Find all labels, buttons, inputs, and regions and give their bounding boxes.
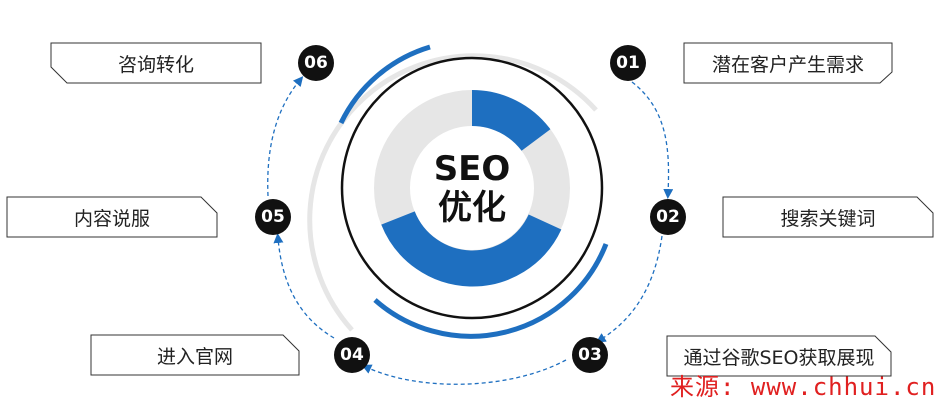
arrow-05-to-06 <box>267 76 304 197</box>
step-01-badge: 01 <box>610 45 646 81</box>
arrow-04-to-05 <box>273 233 335 339</box>
main-ring <box>340 56 604 320</box>
step-05-label-box: 内容说服 <box>6 196 218 238</box>
step-04-label: 进入官网 <box>156 345 233 368</box>
label-frame-shape <box>6 196 218 238</box>
step-01-label: 潜在客户产生需求 <box>711 53 864 76</box>
step-01-label-box: 潜在客户产生需求 <box>683 42 893 84</box>
step-06-label: 咨询转化 <box>117 53 194 76</box>
label-frame-shape <box>90 334 300 376</box>
arrow-03-to-04 <box>361 359 567 385</box>
source-watermark: 来源: www.chhui.cn <box>670 373 937 401</box>
step-06-badge: 06 <box>298 45 334 81</box>
label-frame-shape <box>683 42 893 84</box>
label-frame-shape <box>50 42 262 84</box>
donut-segment-top <box>471 90 551 152</box>
step-05-badge: 05 <box>255 199 291 235</box>
step-02-label-box: 搜索关键词 <box>722 196 934 238</box>
step-06-label-box: 咨询转化 <box>50 42 262 84</box>
step-04-label-box: 进入官网 <box>90 334 300 376</box>
step-03-label-box: 通过谷歌SEO获取展现 <box>666 335 892 377</box>
step-03-badge: 03 <box>572 337 608 373</box>
step-03-label: 通过谷歌SEO获取展现 <box>683 346 875 369</box>
label-frame-shape <box>722 196 934 238</box>
center-title: SEO 优化 <box>412 150 532 228</box>
center-title-line2: 优化 <box>438 188 506 228</box>
step-05-label: 内容说服 <box>73 207 150 230</box>
step-04-badge: 04 <box>334 337 370 373</box>
step-02-badge: 02 <box>650 199 686 235</box>
outer-gray-arc <box>307 53 598 332</box>
arrow-01-to-02 <box>631 81 674 199</box>
donut-segment-bottom <box>381 210 562 287</box>
center-title-line1: SEO <box>433 149 511 189</box>
outer-blue-arc-top <box>338 44 431 125</box>
label-frame-shape <box>666 335 892 377</box>
step-02-label: 搜索关键词 <box>780 207 876 230</box>
arrow-02-to-03 <box>595 235 663 343</box>
outer-blue-arc-bottom <box>373 243 609 339</box>
